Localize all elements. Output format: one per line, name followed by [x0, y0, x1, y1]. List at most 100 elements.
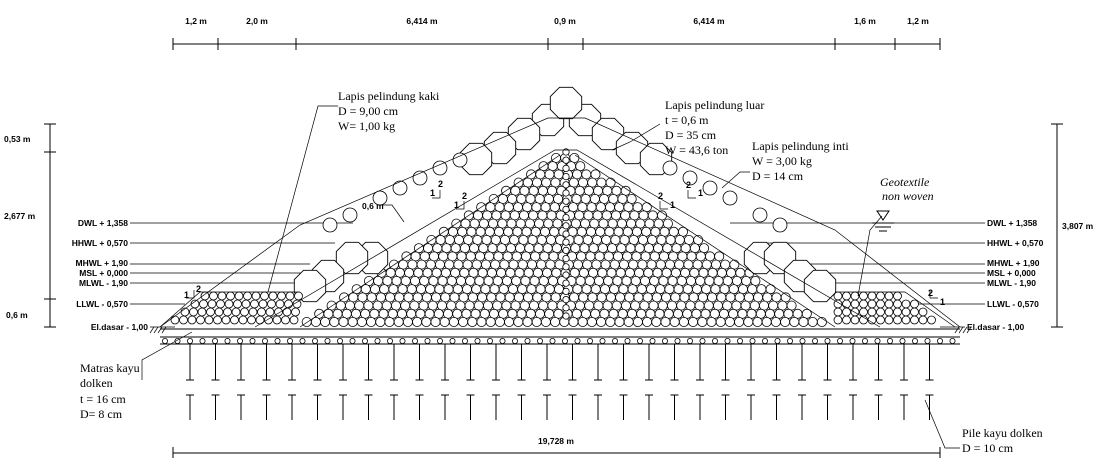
mattress-log	[899, 337, 906, 344]
toe-stone	[251, 291, 261, 301]
toe-stone	[265, 307, 275, 317]
armor-underlayer-stone	[682, 170, 698, 186]
armor-underlayer-stone	[452, 152, 468, 168]
toe-stone	[901, 307, 911, 317]
toe-stone	[867, 299, 877, 309]
mattress-log	[324, 337, 331, 344]
mattress-log	[699, 337, 706, 344]
mattress-log	[724, 337, 731, 344]
core-stone	[752, 316, 763, 327]
slope-marker-2: 1 2	[454, 191, 467, 210]
outer-layer-title: Lapis pelindung luar	[665, 98, 764, 112]
svg-text:2: 2	[462, 191, 467, 201]
geotextile-title: Geotextile	[880, 175, 930, 189]
core-stone	[780, 316, 791, 327]
core-center-stone	[562, 279, 570, 287]
toe-stone	[833, 291, 843, 301]
core-stone	[356, 316, 367, 327]
toe-stone	[272, 315, 282, 325]
svg-text:1: 1	[184, 290, 189, 300]
toe-stone	[876, 315, 885, 325]
toe-stone	[217, 291, 227, 301]
mattress-log	[712, 337, 719, 344]
armor-underlayer-stone	[322, 217, 338, 233]
dim-left-1: 0,53 m	[4, 134, 31, 144]
mattress-log	[411, 337, 418, 344]
mattress-log	[336, 337, 343, 344]
core-center-stone	[562, 173, 570, 181]
wl-left-msl: MSL + 0,000	[79, 268, 128, 278]
slope-marker-4: 2 1	[686, 180, 703, 199]
toe-stone	[238, 315, 248, 325]
toe-stone	[199, 299, 208, 309]
toe-stone	[294, 291, 303, 301]
water-level-labels-right: DWL + 1,358 HHWL + 0,570 MHWL + 1,90 MSL…	[967, 218, 1044, 332]
toe-stone	[209, 291, 218, 301]
toe-stone	[170, 315, 180, 325]
armor-underlayer-stone	[662, 160, 678, 176]
core-stone	[476, 316, 487, 327]
toe-stone	[187, 315, 197, 325]
mattress-log	[361, 337, 368, 344]
mattress-log	[461, 337, 468, 344]
toe-stone	[226, 291, 235, 301]
dim-top-2: 2,0 m	[246, 16, 268, 26]
toe-stone	[277, 291, 286, 301]
core-stone	[789, 316, 800, 327]
toe-layer-w: W= 1,00 kg	[338, 119, 395, 133]
mattress-log	[924, 337, 931, 344]
mattress-log	[887, 337, 894, 344]
slope-marker-3: 2 1	[658, 191, 675, 210]
wl-left-dwl: DWL + 1,358	[78, 218, 128, 228]
mattress-log	[812, 337, 819, 344]
label-mattress: Matras kayu dolken t = 16 cm D= 8 cm	[80, 361, 140, 421]
core-stone	[688, 316, 699, 327]
dim-top-6: 1,6 m	[854, 16, 876, 26]
core-stone	[642, 316, 653, 327]
wl-right-dwl: DWL + 1,358	[987, 218, 1037, 228]
mattress-log	[949, 337, 956, 344]
mattress-log	[211, 337, 218, 344]
toe-stone	[893, 299, 902, 309]
mattress-log	[512, 337, 519, 344]
outer-layer-w: W = 43,6 ton	[665, 143, 728, 157]
core-center-stone	[562, 156, 570, 164]
toe-stone	[197, 307, 207, 317]
mattress-log	[236, 337, 243, 344]
toe-stone	[240, 307, 249, 317]
armor-underlayer-stone	[752, 207, 768, 223]
core-stone	[320, 316, 331, 327]
core-stone	[669, 316, 680, 327]
mattress-log	[186, 337, 193, 344]
toe-stone	[258, 299, 268, 309]
toe-stone	[859, 307, 868, 317]
top-dimension-line: 1,2 m 2,0 m 6,414 m 0,9 m 6,414 m 1,6 m …	[172, 16, 941, 50]
dim-right: 3,807 m	[1062, 221, 1094, 231]
ground-hatch	[962, 326, 968, 334]
mattress-log	[599, 337, 606, 344]
mattress-log	[311, 337, 318, 344]
core-center-stone	[562, 246, 570, 254]
core-center-stone	[562, 222, 570, 230]
toe-stone	[275, 299, 285, 309]
toe-stone	[850, 299, 860, 309]
core-center-stone	[562, 181, 570, 189]
core-center-stone	[562, 214, 570, 222]
core-stone	[798, 316, 809, 327]
mattress-log	[199, 337, 206, 344]
label-toe-layer: Lapis pelindung kaki D = 9,00 cm W= 1,00…	[338, 89, 440, 133]
wl-right-mhwl: MHWL + 1,90	[987, 258, 1040, 268]
mattress-log	[299, 337, 306, 344]
ground-hatch	[958, 326, 964, 334]
armor-underlayer-stone	[372, 190, 388, 206]
armor-underlayer-stone	[342, 207, 358, 223]
core-stone	[550, 316, 561, 327]
toe-stone	[833, 307, 843, 317]
wl-right-msl: MSL + 0,000	[987, 268, 1036, 278]
mattress-log	[449, 337, 456, 344]
svg-text:2: 2	[658, 191, 663, 201]
slope-marker-6: 2 1	[928, 288, 945, 307]
mattress-log	[687, 337, 694, 344]
core-stone	[660, 316, 671, 327]
mattress-log	[637, 337, 644, 344]
